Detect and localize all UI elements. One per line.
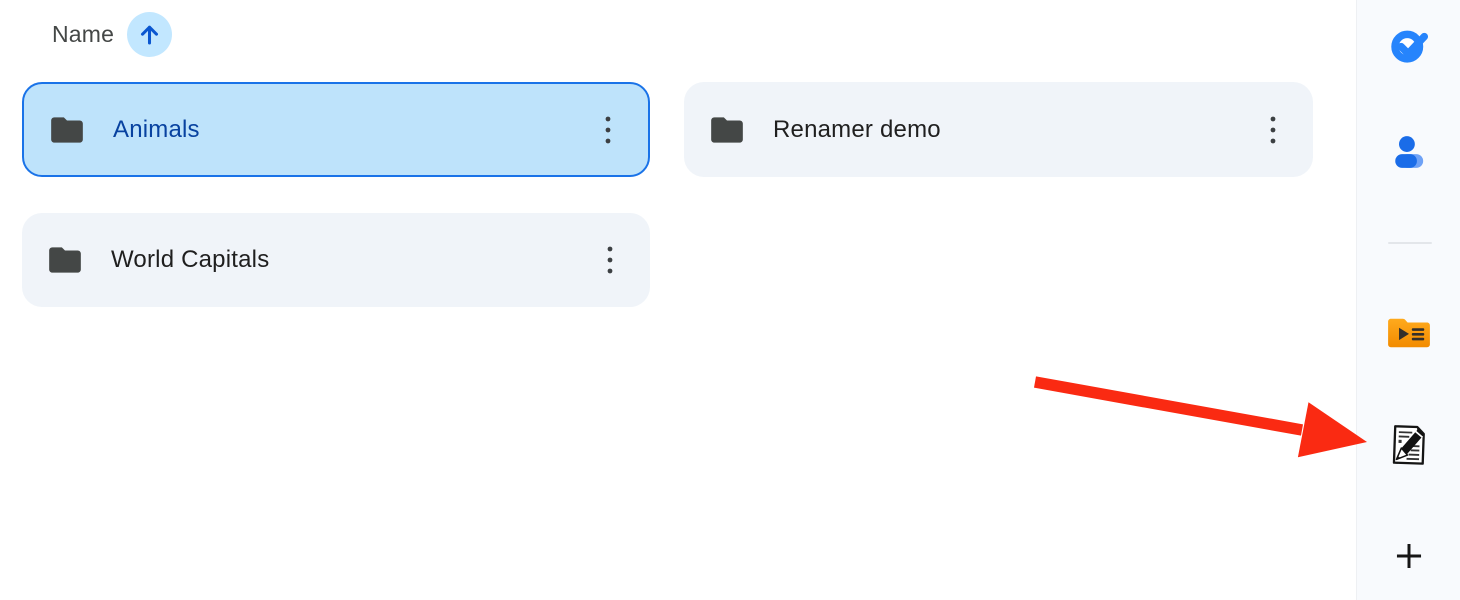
folder-name: Animals: [113, 115, 200, 143]
folder-name: Renamer demo: [773, 115, 941, 143]
folder-icon: [708, 111, 746, 149]
kebab-menu-icon: [605, 113, 611, 147]
folder-icon: [46, 241, 84, 279]
sort-by-name-label[interactable]: Name: [52, 20, 115, 47]
folder-icon: [48, 111, 86, 149]
google-tasks-icon[interactable]: [1385, 20, 1433, 68]
folder-card-world-capitals[interactable]: World Capitals: [22, 213, 650, 307]
side-panel-divider: [1388, 242, 1432, 244]
orange-folder-addon-icon[interactable]: [1385, 308, 1433, 356]
folder-card-animals[interactable]: Animals: [22, 82, 650, 177]
more-options-button[interactable]: [592, 238, 628, 282]
kebab-menu-icon: [1270, 113, 1276, 147]
arrow-up-icon: [136, 21, 163, 48]
google-side-panel: [1356, 0, 1460, 600]
document-pencil-addon-icon[interactable]: [1385, 420, 1433, 468]
get-addons-plus-icon[interactable]: [1385, 532, 1433, 580]
google-contacts-icon[interactable]: [1385, 128, 1433, 176]
folder-name: World Capitals: [111, 246, 270, 273]
more-options-button[interactable]: [1255, 108, 1291, 152]
kebab-menu-icon: [607, 243, 613, 277]
sort-header: Name: [52, 10, 173, 58]
sort-direction-button[interactable]: [127, 11, 173, 57]
folder-card-renamer-demo[interactable]: Renamer demo: [684, 82, 1313, 177]
more-options-button[interactable]: [590, 108, 626, 152]
